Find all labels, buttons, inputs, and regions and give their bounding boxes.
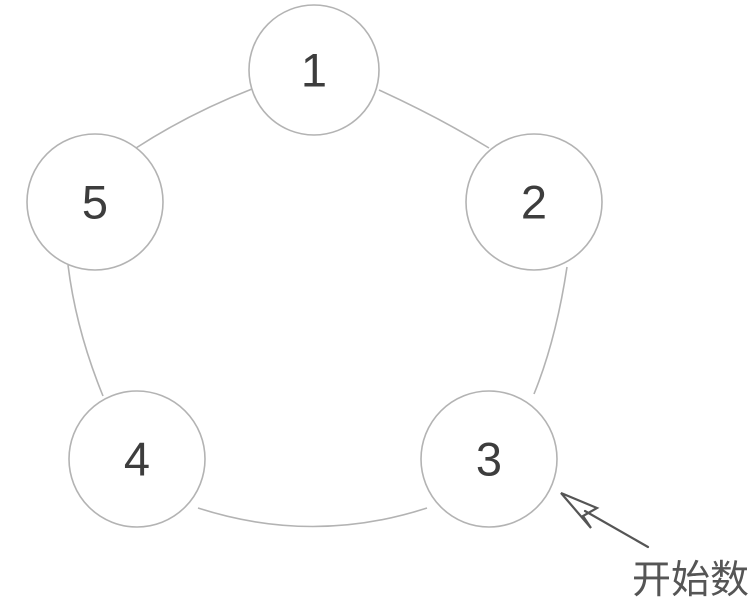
start-annotation-label: 开始数 <box>632 559 749 602</box>
ring-edges-group <box>67 88 568 528</box>
node-5-label: 5 <box>82 176 108 229</box>
edge-node3-to-node4 <box>197 507 428 528</box>
node-2-circle[interactable] <box>465 133 603 271</box>
edge-node5-to-node1 <box>135 88 253 149</box>
node-4-label: 4 <box>124 433 150 486</box>
node-1[interactable]: 1 <box>248 4 380 136</box>
node-4-circle[interactable] <box>68 390 206 528</box>
edge-node4-to-node5 <box>67 264 104 397</box>
edge-node2-to-node3 <box>533 266 568 395</box>
node-5[interactable]: 5 <box>26 133 164 271</box>
start-arrow-shaft-icon <box>583 509 650 549</box>
node-3[interactable]: 3 <box>420 390 558 528</box>
node-1-label: 1 <box>301 44 327 97</box>
node-1-circle[interactable] <box>248 4 380 136</box>
node-2[interactable]: 2 <box>465 133 603 271</box>
node-4[interactable]: 4 <box>68 390 206 528</box>
node-3-circle[interactable] <box>420 390 558 528</box>
node-3-label: 3 <box>476 433 502 486</box>
node-2-label: 2 <box>521 176 547 229</box>
edge-node1-to-node2 <box>378 89 490 149</box>
start-annotation-group: 开始数 <box>560 491 749 602</box>
start-arrow-head-icon <box>560 491 600 529</box>
node-5-circle[interactable] <box>26 133 164 271</box>
